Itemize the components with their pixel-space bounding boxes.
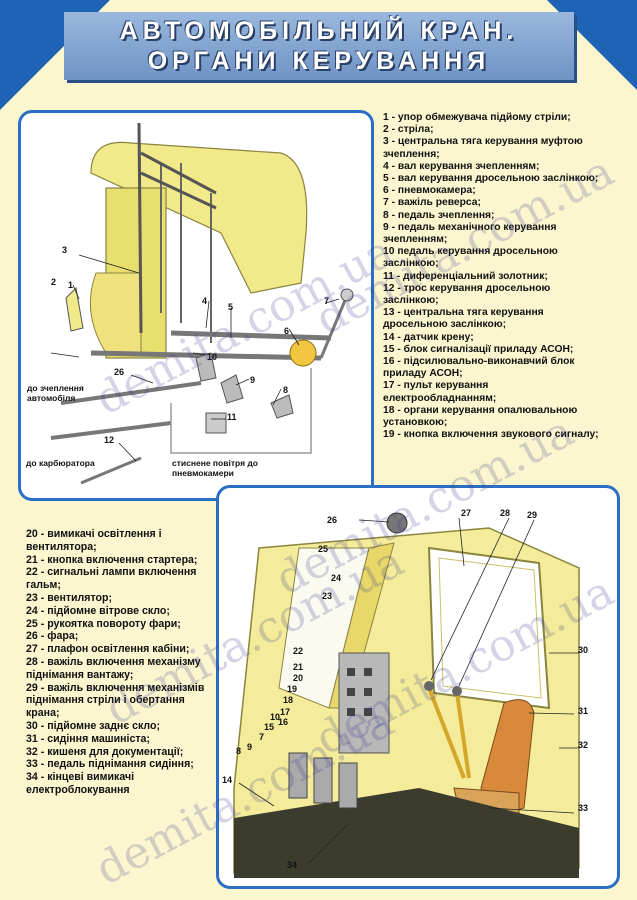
label-12: 12 [104, 435, 115, 445]
legend-item-1: 1 - упор обмежувача підйому стріли; [383, 112, 571, 123]
label-9-bottom: 9 [247, 742, 253, 752]
title-line-1: Автомобільний кран. [119, 17, 519, 45]
label-30: 30 [578, 645, 589, 655]
legend-item-27: 27 - плафон освітлення кабіни; [26, 643, 190, 656]
legend-item-7: 7 - важіль реверса; [383, 197, 481, 209]
label-17: 17 [280, 707, 291, 717]
label-19: 19 [287, 684, 298, 694]
label-31: 31 [578, 706, 589, 716]
legend-item-25: 25 - рукоятка повороту фари; [26, 617, 181, 630]
label-21: 21 [293, 662, 304, 672]
label-3: 3 [62, 245, 68, 255]
label-8: 8 [283, 385, 289, 395]
mechanism-diagram-panel [18, 110, 374, 501]
legend-top: 1 - упор обмежувача підйому стріли; 2 - … [383, 112, 603, 441]
legend-item-9: 9 - педаль механічного керування зчеплен… [383, 221, 557, 246]
label-2: 2 [51, 277, 57, 287]
legend-item-8: 8 - педаль зчеплення; [383, 209, 495, 221]
label-29: 29 [527, 510, 538, 520]
note-to-clutch: до зчеплення автомобіля [27, 383, 84, 403]
legend-item-14: 14 - датчик крену; [383, 331, 474, 343]
label-28: 28 [500, 508, 511, 518]
legend-item-19: 19 - кнопка включення звукового сигналу; [383, 429, 599, 441]
label-32: 32 [578, 740, 589, 750]
label-11: 11 [227, 412, 237, 422]
label-15: 15 [264, 722, 275, 732]
legend-item-4: 4 - вал керування зчепленням; [383, 160, 540, 172]
label-26: 26 [327, 515, 338, 525]
legend-item-17: 17 - пульт керування електрообладнанням; [383, 380, 497, 404]
legend-item-29: 29 - важіль включення механізмів підніма… [26, 681, 205, 720]
label-4: 4 [202, 296, 208, 306]
legend-item-33: 33 - педаль піднімання сидіння; [26, 758, 194, 771]
label-16: 16 [278, 717, 289, 727]
legend-item-28: 28 - важіль включення механізму підніман… [26, 655, 201, 681]
legend-item-24: 24 - підйомне вітрове скло; [26, 604, 170, 617]
label-27: 27 [461, 508, 472, 518]
label-5: 5 [228, 302, 234, 312]
legend-item-34: 34 - кінцеві вимикачі електроблокування [26, 771, 135, 796]
legend-item-16: 16 - підсилювально-виконавчий блок прила… [383, 356, 575, 380]
legend-item-3: 3 - центральна тяга керування муфтою зче… [383, 136, 583, 160]
legend-item-10: 10 педаль керування дросельною заслінкою… [383, 246, 558, 270]
legend-item-30: 30 - підйомне заднє скло; [26, 719, 161, 732]
label-23: 23 [322, 591, 333, 601]
label-25: 25 [318, 544, 329, 554]
title-banner: Автомобільний кран. Органи керування [64, 12, 574, 80]
legend-item-23: 23 - вентилятор; [26, 591, 112, 604]
label-7: 7 [324, 296, 330, 306]
legend-item-15: 15 - блок сигналізації приладу АСОН; [383, 343, 574, 355]
legend-item-32: 32 - кишеня для документації; [26, 745, 184, 758]
label-8-bottom: 8 [236, 746, 242, 756]
cabin-drawing [233, 512, 580, 878]
legend-item-26: 26 - фара; [26, 630, 79, 643]
label-24: 24 [331, 573, 342, 583]
mechanism-drawing [50, 122, 354, 485]
label-7-bottom: 7 [259, 732, 265, 742]
label-22: 22 [293, 646, 304, 656]
legend-item-22: 22 - сигнальні лампи включення гальм; [26, 566, 197, 592]
label-33: 33 [578, 803, 589, 813]
legend-item-21: 21 - кнопка включення стартера; [26, 553, 198, 566]
label-10-bottom: 10 [270, 712, 281, 722]
legend-bottom: 20 - вимикачі освітлення і вентилятора; … [26, 528, 212, 797]
note-compressed-air: стиснене повітря до пневмокамери [172, 458, 258, 478]
legend-item-6: 6 - пневмокамера; [383, 185, 476, 197]
label-6: 6 [284, 326, 290, 336]
cabin-diagram-panel [216, 485, 620, 889]
label-9: 9 [250, 375, 256, 385]
legend-item-13: 13 - центральна тяга керування дросельно… [383, 307, 544, 331]
label-18: 18 [283, 695, 294, 705]
legend-item-12: 12 - трос керування дросельною заслінкою… [383, 282, 551, 307]
legend-item-2: 2 - стріла; [383, 124, 434, 136]
label-10: 10 [207, 352, 218, 362]
legend-item-11: 11 - диференціальний золотник; [383, 270, 548, 282]
note-to-carburetor: до карбюратора [26, 458, 95, 468]
legend-item-20: 20 - вимикачі освітлення і вентилятора; [26, 528, 162, 553]
legend-item-18: 18 - органи керування опалювальною устан… [383, 404, 578, 429]
label-14: 14 [222, 775, 233, 785]
legend-item-5: 5 - вал керування дросельною заслінкою; [383, 173, 599, 185]
label-26-top: 26 [114, 367, 125, 377]
label-20: 20 [293, 673, 304, 683]
label-1: 1 [68, 280, 74, 290]
legend-item-31: 31 - сидіння машиніста; [26, 732, 150, 745]
title-line-2: Органи керування [147, 47, 491, 75]
label-34: 34 [287, 860, 298, 870]
